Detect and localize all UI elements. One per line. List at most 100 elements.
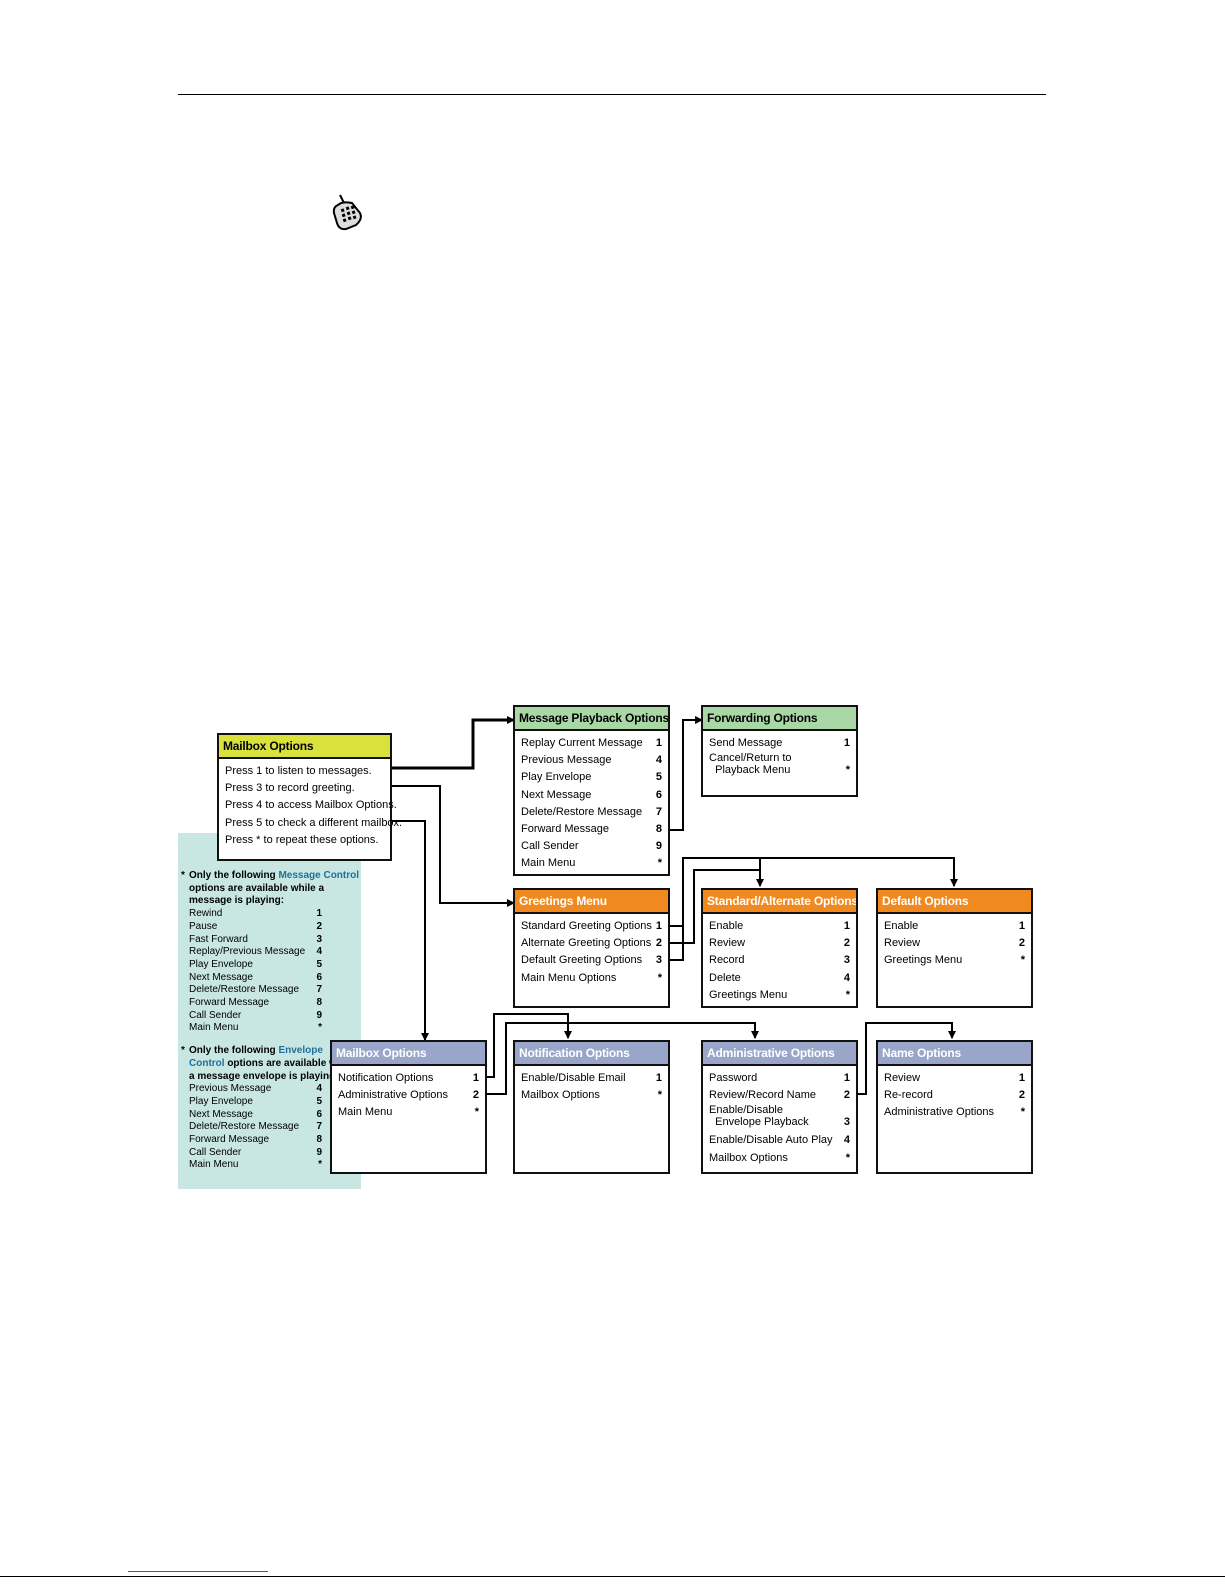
option-key: 6: [316, 1108, 322, 1120]
message-control-highlight: Message Control: [278, 870, 360, 881]
header-rule: [178, 94, 1046, 95]
option-label: Main Menu: [338, 1106, 393, 1119]
option-label: Administrative Options: [884, 1106, 995, 1119]
option-label: Main Menu: [189, 1159, 239, 1171]
option-label: Play Envelope: [189, 958, 253, 970]
option-key: 2: [1018, 937, 1025, 950]
option-key: 3: [316, 933, 322, 945]
option-label: Main Menu: [521, 857, 576, 870]
connector-playback-to-forwarding: [670, 716, 703, 831]
option-label: Previous Message: [521, 754, 612, 767]
box-title: Mailbox Options: [332, 1042, 485, 1066]
message-control-note: * Only the following Message Control opt…: [181, 870, 360, 907]
option-key: 4: [316, 1083, 322, 1095]
option-key: 2: [843, 1089, 850, 1102]
option-label: Replay Current Message: [521, 737, 643, 749]
connector-greeting3-to-default: [670, 926, 684, 961]
option-label: Pause: [189, 920, 218, 932]
menu-option: Play Envelope 5: [521, 769, 662, 786]
option-label: Previous Message: [189, 1083, 272, 1095]
menu-option: Greetings Menu*: [709, 987, 850, 1004]
option-key: *: [474, 1106, 479, 1119]
note-item: Main Menu*: [189, 1159, 322, 1172]
option-label: Notification Options: [338, 1072, 434, 1084]
option-label: Review: [709, 937, 746, 950]
connector-mailbox-to-mailbox-sub: [392, 820, 429, 1041]
note-item: Replay/Previous Message 4: [189, 946, 322, 959]
box-title: Administrative Options: [703, 1042, 856, 1066]
mailbox-options-main: Mailbox Options Press 1 to listen to mes…: [217, 733, 402, 861]
option-label: Review/Record Name: [709, 1089, 816, 1102]
note-item: Previous Message 4: [189, 1083, 322, 1096]
note-item: Call Sender 9: [189, 1010, 322, 1023]
note-item: Forward Message 8: [189, 1134, 322, 1147]
option-key: *: [845, 763, 850, 776]
option-key: 1: [843, 1072, 850, 1084]
option-key: 9: [316, 1009, 322, 1021]
option-key: 1: [843, 920, 850, 932]
instruction-line: Press 3 to record greeting.: [225, 782, 355, 795]
option-key: 7: [655, 805, 662, 818]
option-label: Forward Message: [189, 997, 270, 1009]
option-label: Play Envelope: [521, 771, 592, 784]
option-label: Default Greeting Options: [521, 954, 643, 967]
option-label: Replay/Previous Message: [189, 946, 306, 958]
menu-option: Enable/Disable Auto Play 4: [709, 1132, 850, 1149]
option-key: 3: [843, 1115, 850, 1128]
option-label: Review: [884, 1072, 921, 1084]
option-label: Enable/Disable Auto Play: [709, 1134, 833, 1147]
option-key: 5: [316, 1095, 322, 1107]
option-label: Enable: [884, 920, 919, 932]
option-key: 4: [843, 1134, 850, 1147]
option-key: 5: [655, 771, 662, 784]
box-title: Message Playback Options: [515, 707, 668, 731]
option-key: 3: [843, 954, 850, 967]
cell-phone-icon: [332, 194, 362, 231]
option-key: 9: [316, 1146, 322, 1158]
option-label: Call Sender: [189, 1009, 242, 1021]
mailbox-instructions: Press 1 to listen to messages. Press 3 to…: [219, 759, 402, 849]
option-label: Forward Message: [189, 1134, 270, 1146]
option-key: *: [657, 857, 662, 870]
option-label: Review: [884, 937, 921, 950]
option-key: *: [657, 971, 662, 984]
option-key: 8: [316, 1134, 322, 1146]
option-key: 1: [655, 737, 662, 749]
instruction-line: Press 4 to access Mailbox Options.: [225, 799, 397, 812]
option-label: Delete/Restore Message: [189, 1121, 300, 1133]
option-label: Administrative Options: [338, 1089, 449, 1102]
box-title: Name Options: [878, 1042, 1031, 1066]
option-key: 5: [316, 958, 322, 970]
option-key: 4: [316, 946, 322, 958]
option-key: 1: [655, 920, 662, 932]
connector-greeting1-to-standard: [670, 857, 764, 927]
option-key: 8: [655, 823, 662, 836]
menu-option: Administrative Options*: [884, 1104, 1025, 1121]
menu-option: Mailbox Options*: [709, 1150, 850, 1167]
box-title: Notification Options: [515, 1042, 668, 1066]
option-label: Main Menu Options: [521, 971, 617, 984]
option-key: *: [845, 1151, 850, 1164]
option-key: 2: [1018, 1089, 1025, 1102]
option-key: 7: [316, 1121, 322, 1133]
instruction-line: Press 1 to listen to messages.: [225, 765, 372, 777]
option-label: Re-record: [884, 1089, 933, 1102]
